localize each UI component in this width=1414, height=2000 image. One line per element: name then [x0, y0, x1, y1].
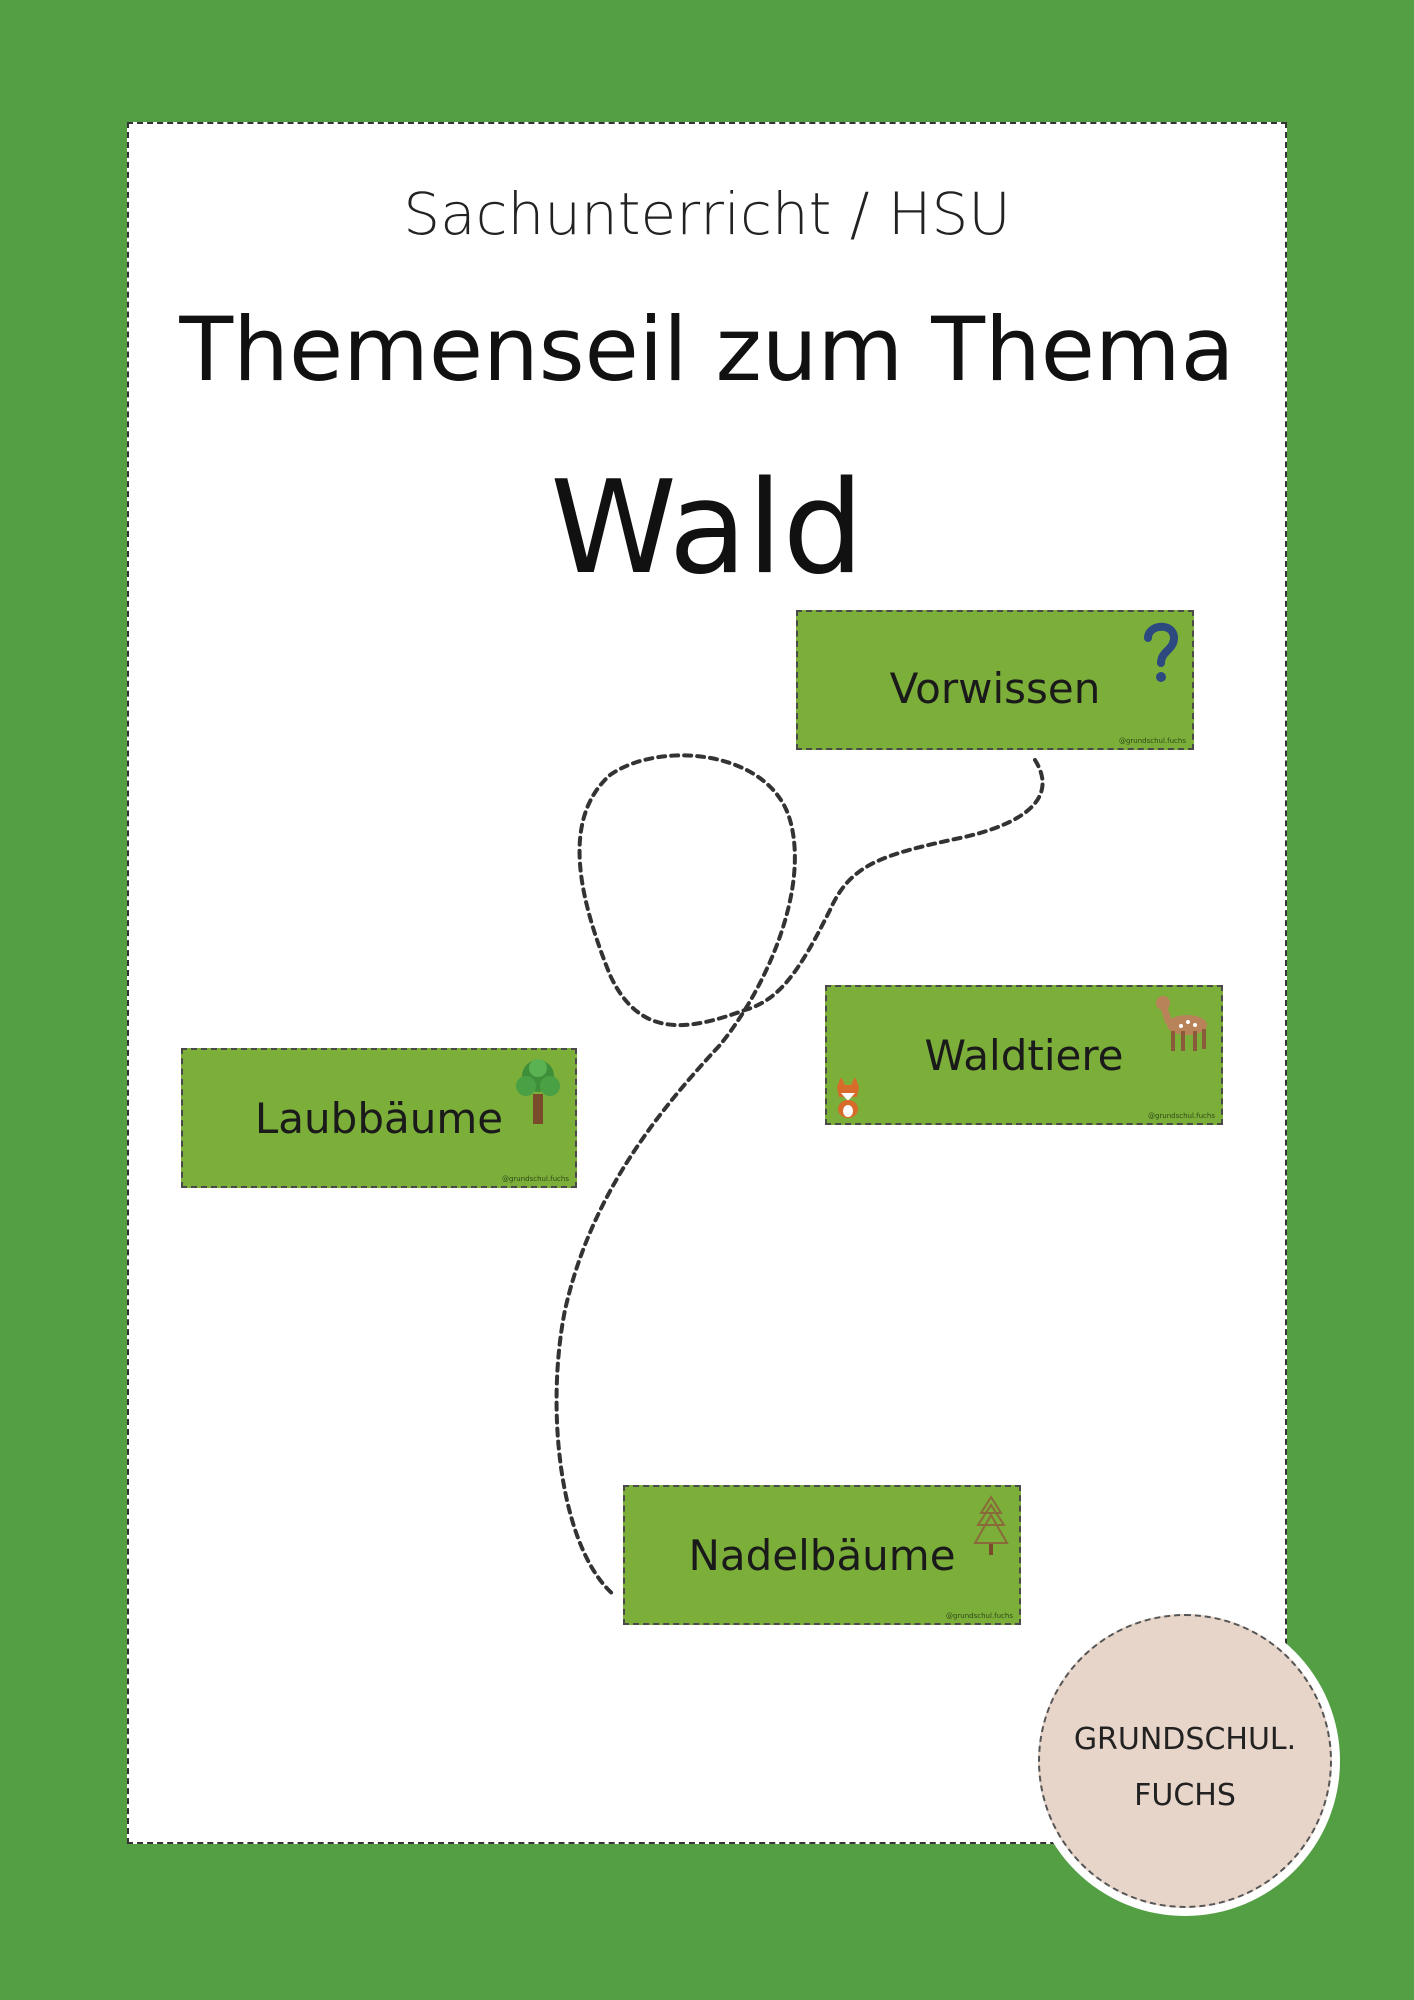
- card-laubbaeume[interactable]: Laubbäume @grundschul.fuchs: [181, 1048, 577, 1188]
- card-waldtiere[interactable]: Waldtiere @grundschul.fuchs: [825, 985, 1223, 1125]
- card-label-nadelbaeume: Nadelbäume: [688, 1530, 956, 1580]
- brand-name-line2: FUCHS: [1134, 1778, 1236, 1813]
- card-credit: @grundschul.fuchs: [945, 1612, 1013, 1620]
- deer-icon: [1156, 996, 1207, 1051]
- card-label-laubbaeume: Laubbäume: [254, 1093, 504, 1143]
- conifer-tree-icon: [973, 1495, 1009, 1555]
- card-vorwissen[interactable]: Vorwissen @grundschul.fuchs: [796, 610, 1194, 750]
- question-mark-icon: [1144, 622, 1179, 682]
- card-credit: @grundschul.fuchs: [1118, 737, 1186, 745]
- card-credit: @grundschul.fuchs: [501, 1175, 569, 1183]
- topic-title: Themenseil zum Thema: [179, 298, 1235, 401]
- topic-word: Wald: [550, 454, 864, 603]
- card-label-waldtiere: Waldtiere: [924, 1030, 1124, 1080]
- brand-name-line1: GRUNDSCHUL.: [1073, 1722, 1297, 1757]
- deciduous-tree-icon: [516, 1059, 560, 1124]
- brand-stamp: GRUNDSCHUL. FUCHS: [1030, 1606, 1340, 1916]
- subject-heading: Sachunterricht / HSU: [403, 180, 1011, 248]
- fox-icon: [837, 1077, 859, 1118]
- card-nadelbaeume[interactable]: Nadelbäume @grundschul.fuchs: [623, 1485, 1021, 1625]
- brand-stamp-badge: [1038, 1614, 1332, 1908]
- card-credit: @grundschul.fuchs: [1147, 1112, 1215, 1120]
- card-label-vorwissen: Vorwissen: [889, 663, 1101, 713]
